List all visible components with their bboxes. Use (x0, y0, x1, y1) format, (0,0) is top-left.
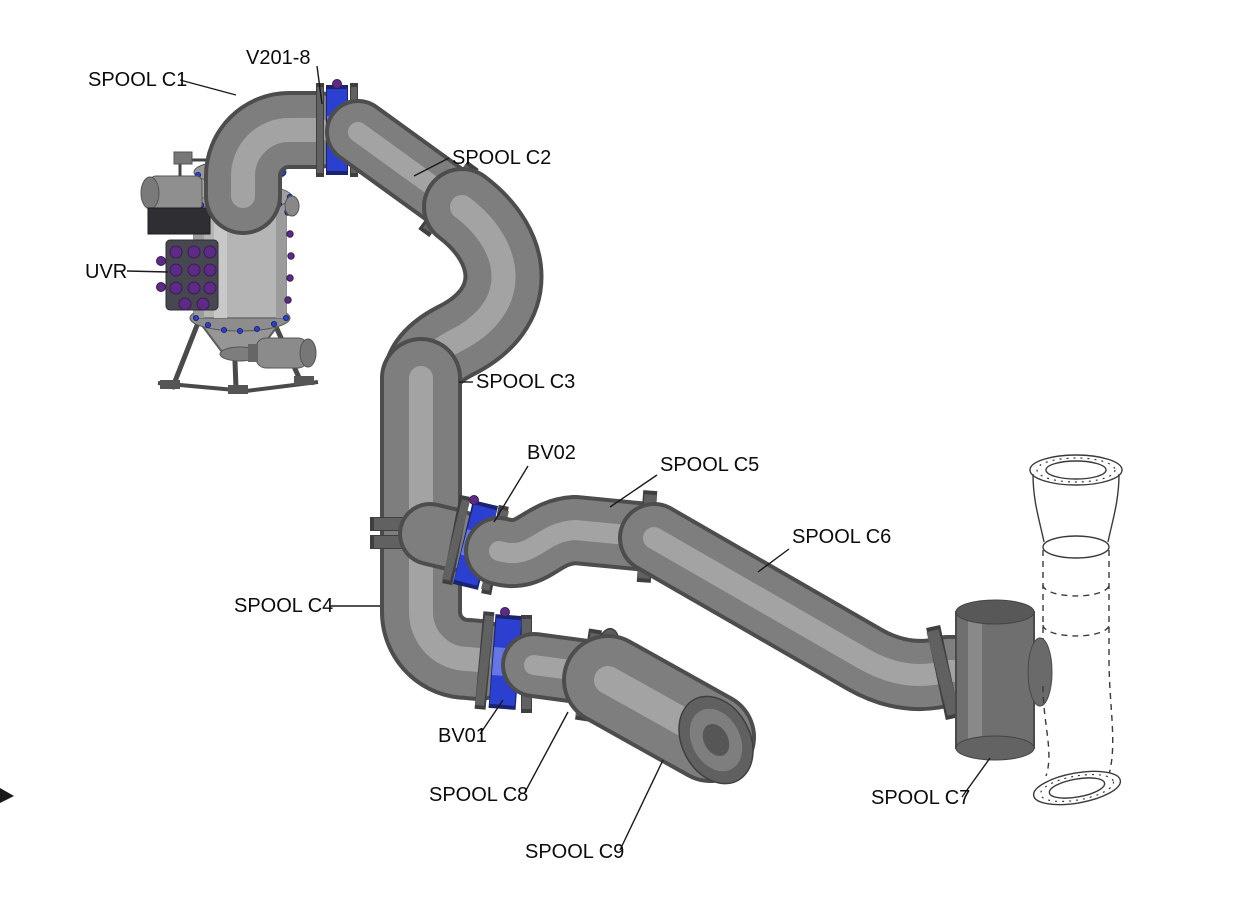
label-bv02: BV02 (493, 442, 576, 523)
leader-bv02 (493, 465, 529, 523)
label-spool-c5: SPOOL C5 (609, 454, 759, 508)
label-spool-c4: SPOOL C4 (234, 595, 380, 617)
leader-v201-8 (316, 65, 323, 105)
labels: SPOOL C1 V201-8 SPOOL C2 UVR SPOOL C3 BV… (85, 47, 991, 863)
label-text-spool-c3: SPOOL C3 (476, 371, 575, 393)
existing-pipe-collar (1042, 535, 1110, 559)
label-spool-c9: SPOOL C9 (525, 759, 664, 863)
leader-spool-c7 (961, 757, 991, 798)
label-spool-c2: SPOOL C2 (413, 147, 551, 177)
leader-spool-c1 (179, 79, 237, 96)
valve-bv02-stem (469, 495, 479, 505)
valve-bv01-stem (500, 607, 510, 617)
uvr-foot (294, 376, 314, 385)
leader-uvr (126, 270, 169, 273)
label-text-spool-c1: SPOOL C1 (88, 69, 187, 91)
leader-bv01 (479, 699, 504, 735)
uvr-motor (140, 151, 208, 211)
uvr-shell-shade (276, 196, 286, 318)
label-bv01: BV01 (438, 699, 504, 747)
uvr-foot (160, 380, 180, 389)
label-text-spool-c6: SPOOL C6 (792, 526, 891, 548)
spool-c9-end-flange (678, 695, 754, 785)
spool-c6-pipe (618, 502, 1012, 720)
label-text-spool-c8: SPOOL C8 (429, 784, 528, 806)
label-text-spool-c4: SPOOL C4 (234, 595, 333, 617)
existing-pipe-sketch-upper (1029, 454, 1123, 660)
spool-c7-highlight (968, 614, 982, 746)
spool-c7-tee (955, 599, 1053, 761)
spool-c9-pipe (562, 627, 756, 785)
uvr-side-nozzle (284, 195, 300, 217)
label-spool-c3: SPOOL C3 (459, 371, 575, 393)
leader-spool-c2 (413, 157, 450, 177)
label-text-spool-c9: SPOOL C9 (525, 841, 624, 863)
label-v201-8: V201-8 (246, 47, 323, 105)
spool-c7-body (955, 611, 1035, 749)
label-spool-c6: SPOOL C6 (757, 526, 891, 573)
label-spool-c1: SPOOL C1 (88, 69, 237, 96)
spool-c1-elbow (204, 91, 357, 235)
uvr-lamp-knobs (156, 245, 217, 311)
spool-c7-bottom-cap (955, 735, 1035, 761)
spool-c7-side-flange (1027, 637, 1053, 707)
label-text-spool-c2: SPOOL C2 (452, 147, 551, 169)
label-text-v201-8: V201-8 (246, 47, 311, 69)
leader-spool-c9 (619, 759, 664, 851)
leader-spool-c6 (757, 548, 790, 573)
existing-pipe-top-flange (1029, 454, 1123, 486)
uvr-bottom-actuator (248, 337, 317, 369)
valve-v201-8-stem (332, 79, 342, 89)
uvr-control-panel (147, 207, 211, 235)
uvr-foot (228, 385, 248, 394)
label-spool-c7: SPOOL C7 (871, 757, 991, 809)
label-text-spool-c5: SPOOL C5 (660, 454, 759, 476)
label-text-uvr: UVR (85, 261, 127, 283)
existing-pipe-sketch-lower (1032, 659, 1122, 806)
label-text-spool-c7: SPOOL C7 (871, 787, 970, 809)
edge-artifact (0, 788, 14, 803)
spool-c7-top-cap (955, 599, 1035, 625)
label-text-bv02: BV02 (527, 442, 576, 464)
label-text-bv01: BV01 (438, 725, 487, 747)
label-uvr: UVR (85, 261, 169, 283)
leader-spool-c8 (523, 711, 569, 795)
label-spool-c8: SPOOL C8 (429, 711, 569, 806)
leader-spool-c5 (609, 474, 658, 508)
existing-pipe-bottom-flange (1032, 770, 1122, 806)
